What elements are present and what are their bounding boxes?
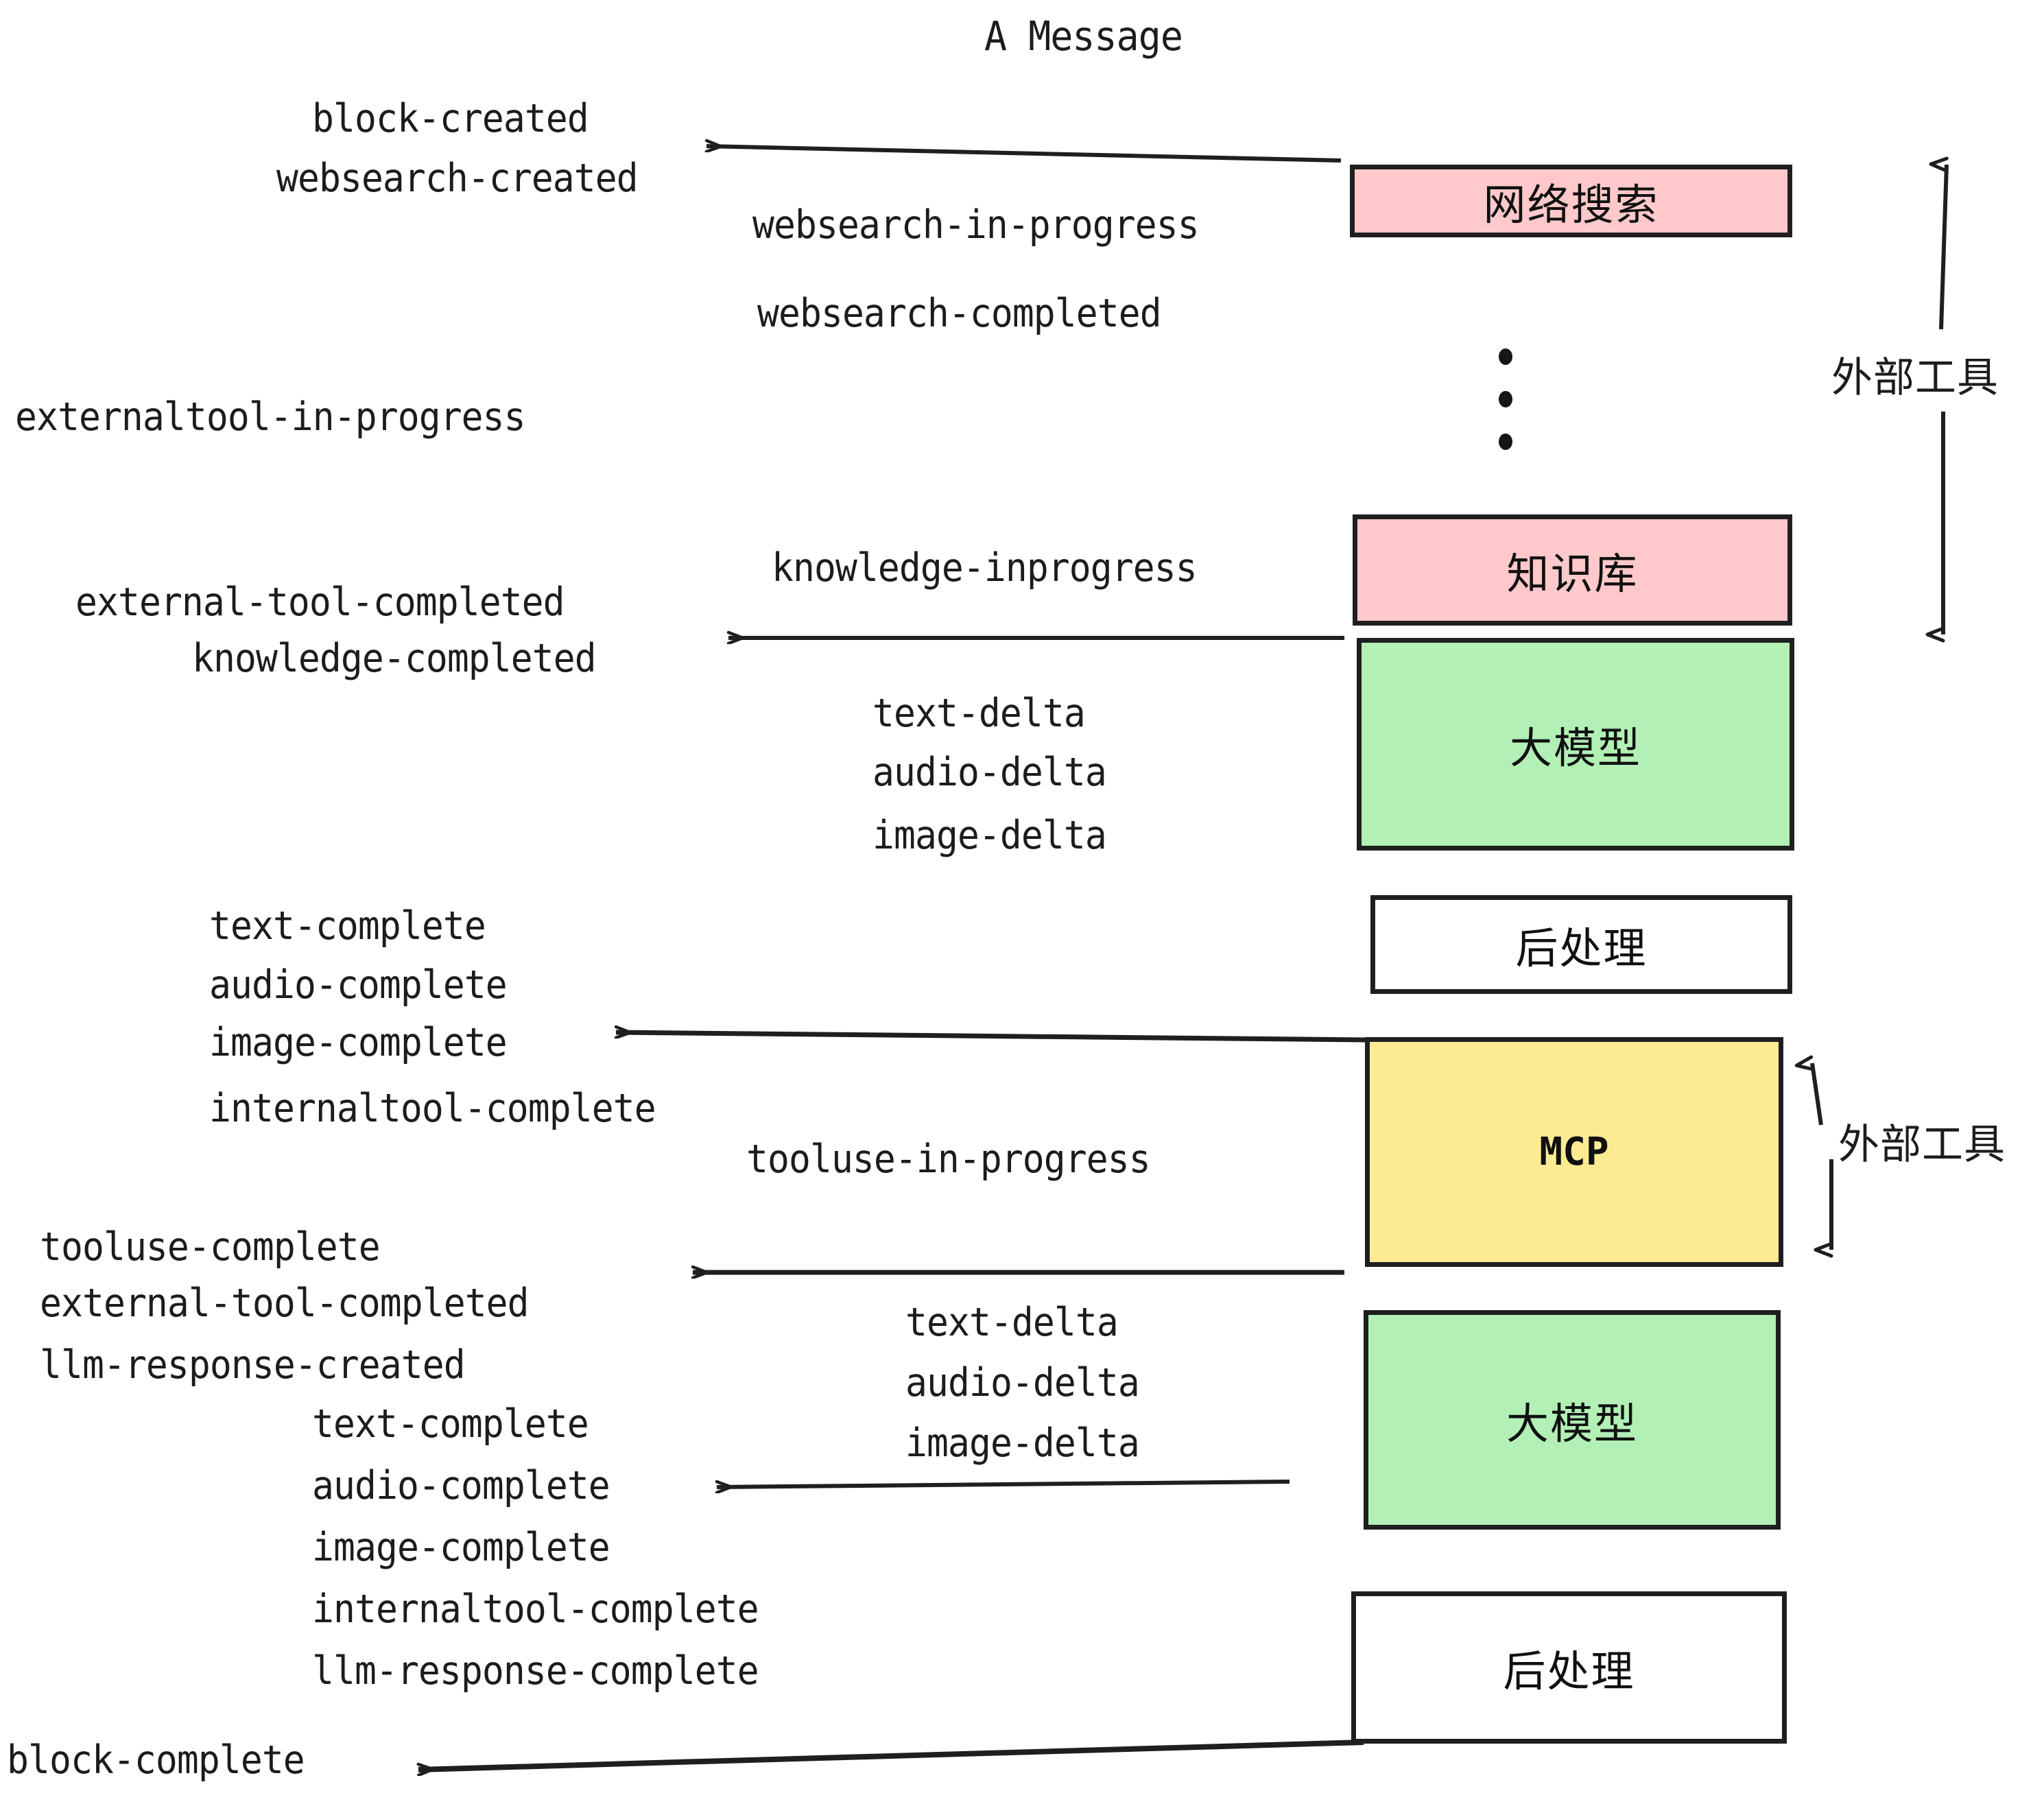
box-websearch[interactable]: 网络搜索 [1350,165,1792,237]
event-external-tool-completed-1: external-tool-completed [75,580,565,625]
event-externaltool-in-progress: externaltool-in-progress [15,394,526,440]
box-postprocess-upper-label: 后处理 [1515,923,1648,973]
event-audio-complete-1: audio-complete [209,962,508,1008]
event-image-complete-2: image-complete [312,1525,610,1570]
box-llm-upper[interactable]: 大模型 [1357,638,1794,851]
event-tooluse-in-progress: tooluse-in-progress [746,1137,1151,1182]
event-internaltool-complete-2: internaltool-complete [312,1587,759,1632]
event-knowledge-completed: knowledge-completed [192,636,597,681]
event-image-complete-1: image-complete [209,1020,508,1065]
box-websearch-label: 网络搜索 [1483,180,1659,230]
box-mcp[interactable]: MCP [1365,1037,1783,1267]
event-audio-complete-2: audio-complete [312,1463,610,1508]
box-postprocess-upper[interactable]: 后处理 [1370,895,1792,994]
event-websearch-completed: websearch-completed [757,291,1162,336]
box-mcp-label: MCP [1539,1130,1609,1174]
box-knowledge-label: 知识库 [1506,549,1639,599]
group-label-external-tools-upper: 外部工具 [1831,354,1999,402]
event-knowledge-inprogress: knowledge-inprogress [772,545,1198,591]
external-tools-upper-arrows [1941,165,1949,634]
event-block-created: block-created [312,96,589,141]
box-llm-lower[interactable]: 大模型 [1364,1310,1781,1530]
event-internaltool-complete-1: internaltool-complete [209,1086,656,1131]
event-image-delta-2: image-delta [905,1421,1140,1466]
event-text-complete-1: text-complete [209,903,486,949]
group-label-external-tools-lower: 外部工具 [1838,1121,2006,1169]
arrow-audio-complete-lower [717,1480,1290,1487]
arrow-websearch-created [706,146,1342,163]
box-llm-upper-label: 大模型 [1509,723,1641,773]
vertical-ellipsis [1499,348,1512,476]
event-websearch-in-progress: websearch-in-progress [752,202,1200,248]
event-image-delta-1: image-delta [872,813,1107,858]
box-knowledge[interactable]: 知识库 [1353,514,1792,626]
event-text-complete-2: text-complete [312,1401,589,1447]
event-audio-delta-2: audio-delta [905,1360,1140,1405]
arrow-image-complete-upper [616,1032,1366,1043]
event-external-tool-completed-2: external-tool-completed [40,1281,530,1326]
box-llm-lower-label: 大模型 [1506,1399,1638,1449]
event-text-delta-2: text-delta [905,1300,1119,1345]
event-websearch-created: websearch-created [276,156,639,201]
event-tooluse-complete: tooluse-complete [40,1224,381,1270]
box-postprocess-lower[interactable]: 后处理 [1351,1591,1787,1744]
event-llm-response-created: llm-response-created [40,1342,466,1388]
arrow-block-complete [418,1740,1364,1770]
event-block-complete: block-complete [7,1737,305,1783]
page-title: A Message [984,12,1183,60]
event-text-delta-1: text-delta [872,691,1086,736]
event-audio-delta-1: audio-delta [872,750,1107,795]
box-postprocess-lower-label: 后处理 [1503,1646,1635,1696]
external-tools-lower-arrows [1812,1063,1833,1250]
event-llm-response-complete: llm-response-complete [312,1648,759,1694]
